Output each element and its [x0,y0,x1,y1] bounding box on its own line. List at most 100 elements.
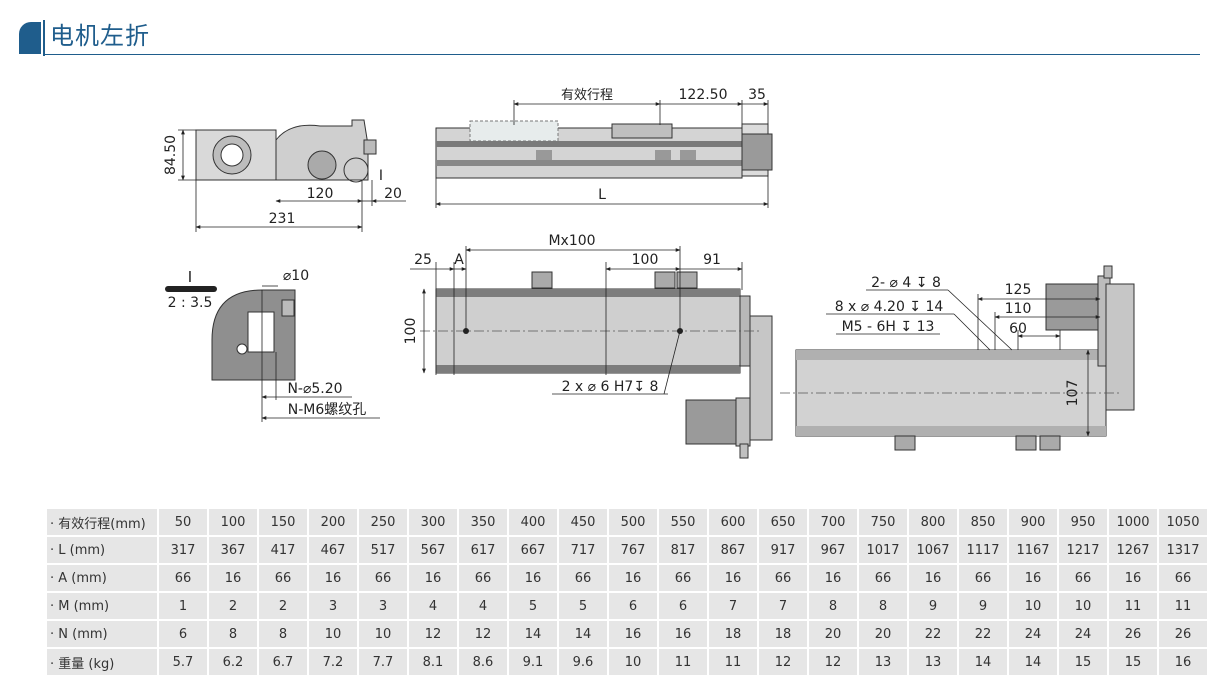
row-label: · M (mm) [47,593,157,619]
table-cell: 16 [609,565,657,591]
dim-a: A [454,252,464,268]
table-cell: 12 [459,621,507,647]
table-cell: 10 [359,621,407,647]
detail-i-dimensions [261,285,380,422]
table-cell: 24 [1009,621,1057,647]
table-cell: 66 [559,565,607,591]
table-cell: 16 [709,565,757,591]
table-cell: 567 [409,537,457,563]
table-cell: 4 [409,593,457,619]
table-cell: 3 [309,593,357,619]
table-cell: 1000 [1109,509,1157,535]
table-cell: 18 [759,621,807,647]
table-cell: 467 [309,537,357,563]
technical-drawing: 84.50 120 20 I 231 有效行程 122.50 35 L [163,87,1135,459]
table-cell: 26 [1159,621,1207,647]
dim-mx100: Mx100 [548,233,595,249]
dim-phi-10: ⌀10 [283,268,309,284]
row-label: · N (mm) [47,621,157,647]
table-cell: 66 [1059,565,1107,591]
table-cell: 1317 [1159,537,1207,563]
table-cell: 667 [509,537,557,563]
table-cell: 5 [559,593,607,619]
table-cell: 950 [1059,509,1107,535]
table-cell: 100 [209,509,257,535]
table-cell: 967 [809,537,857,563]
table-cell: 66 [159,565,207,591]
dim-91: 91 [703,252,721,268]
table-cell: 66 [1159,565,1207,591]
row-label: · L (mm) [47,537,157,563]
table-cell: 250 [359,509,407,535]
hole-note-2x-phi6: 2 x ⌀ 6 H7↧ 8 [562,379,659,395]
front-view [435,120,773,179]
dim-100-vertical: 100 [403,318,419,345]
dim-n-phi-5-20: N-⌀5.20 [287,381,342,397]
table-cell: 300 [409,509,457,535]
table-cell: 1117 [959,537,1007,563]
note-2-phi4: 2- ⌀ 4 ↧ 8 [871,275,941,291]
table-cell: 10 [609,649,657,675]
table-cell: 16 [659,621,707,647]
table-cell: 7.7 [359,649,407,675]
table-cell: 10 [1009,593,1057,619]
table-cell: 8.6 [459,649,507,675]
table-cell: 20 [809,621,857,647]
table-cell: 750 [859,509,907,535]
dim-effective-stroke: 有效行程 [561,88,613,103]
dim-84-50: 84.50 [163,135,179,175]
table-cell: 11 [709,649,757,675]
table-cell: 700 [809,509,857,535]
top-view [420,271,773,459]
table-cell: 517 [359,537,407,563]
dim-20: 20 [384,186,402,202]
table-cell: 24 [1059,621,1107,647]
table-cell: 2 [209,593,257,619]
title-divider [43,20,45,56]
table-cell: 400 [509,509,557,535]
end-view-dimensions [178,129,406,232]
table-cell: 11 [1109,593,1157,619]
table-cell: 50 [159,509,207,535]
table-cell: 16 [909,565,957,591]
detail-scale: 2 : 3.5 [168,295,213,311]
table-cell: 917 [759,537,807,563]
table-cell: 8.1 [409,649,457,675]
table-cell: 66 [459,565,507,591]
table-cell: 317 [159,537,207,563]
table-cell: 16 [309,565,357,591]
table-cell: 10 [1059,593,1107,619]
table-cell: 16 [1109,565,1157,591]
table-cell: 900 [1009,509,1057,535]
table-cell: 66 [659,565,707,591]
table-cell: 7 [759,593,807,619]
table-cell: 12 [409,621,457,647]
table-cell: 617 [459,537,507,563]
table-cell: 1017 [859,537,907,563]
table-cell: 650 [759,509,807,535]
table-cell: 26 [1109,621,1157,647]
dim-122-50: 122.50 [679,87,728,103]
bottom-view [780,265,1135,451]
table-cell: 550 [659,509,707,535]
table-cell: 3 [359,593,407,619]
table-cell: 817 [659,537,707,563]
row-label: · 重量 (kg) [47,649,157,675]
table-cell: 13 [859,649,907,675]
table-cell: 5.7 [159,649,207,675]
table-cell: 15 [1059,649,1107,675]
table-cell: 66 [759,565,807,591]
table-cell: 66 [359,565,407,591]
dim-l: L [598,187,606,203]
table-cell: 1 [159,593,207,619]
table-cell: 15 [1109,649,1157,675]
table-cell: 8 [259,621,307,647]
table-cell: 8 [859,593,907,619]
